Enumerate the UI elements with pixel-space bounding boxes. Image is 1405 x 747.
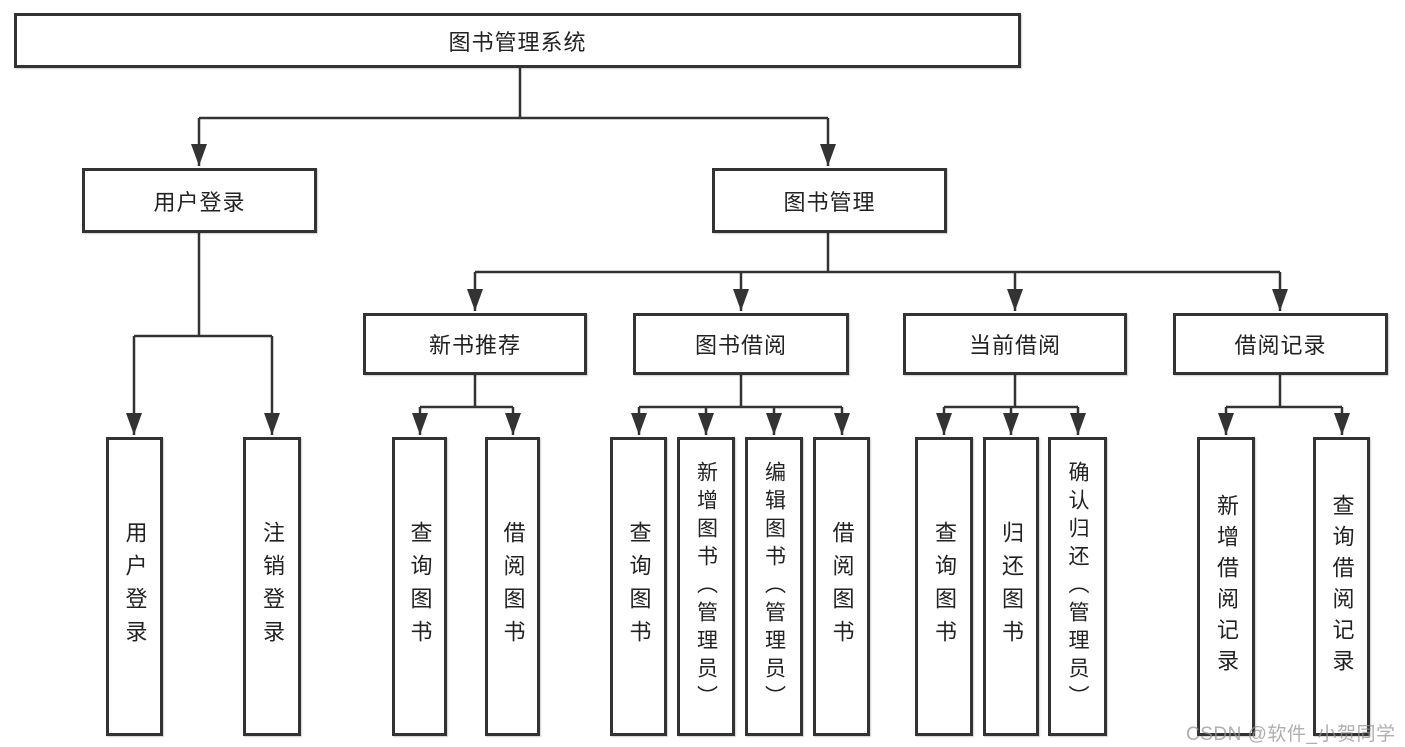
node-query-books-current: 查询图书 xyxy=(915,437,973,736)
node-return-books: 归还图书 xyxy=(983,437,1039,736)
node-borrow-books-recommend: 借阅图书 xyxy=(485,437,540,736)
node-logout-action: 注销登录 xyxy=(243,437,301,736)
connector-current-borrowing-children xyxy=(936,375,1086,435)
watermark-text: CSDN @软件_小贺同学 xyxy=(1186,724,1396,745)
node-book-borrowing: 图书借阅 xyxy=(633,313,849,375)
node-query-borrow-record: 查询借阅记录 xyxy=(1313,437,1370,736)
connector-new-book-recommend-children xyxy=(412,375,521,435)
node-query-books-recommend: 查询图书 xyxy=(392,437,447,736)
node-add-borrow-record: 新增借阅记录 xyxy=(1197,437,1255,736)
node-user-login: 用户登录 xyxy=(82,168,317,233)
node-confirm-return-admin: 确认归还（管理员） xyxy=(1048,437,1107,736)
connector-root-to-level1 xyxy=(191,68,836,166)
connector-user-login-children xyxy=(126,233,280,435)
node-book-management: 图书管理 xyxy=(712,168,947,233)
connector-borrowing-records-children xyxy=(1218,375,1350,435)
node-user-login-action: 用户登录 xyxy=(106,437,163,736)
node-borrow-books-action: 借阅图书 xyxy=(813,437,870,736)
node-borrowing-records: 借阅记录 xyxy=(1173,313,1388,375)
node-query-books-borrowing: 查询图书 xyxy=(610,437,667,736)
node-current-borrowing: 当前借阅 xyxy=(903,313,1127,375)
connector-book-borrowing-children xyxy=(631,375,850,435)
node-add-books-admin: 新增图书（管理员） xyxy=(677,437,735,736)
connector-book-management-children xyxy=(467,233,1288,311)
node-root-system: 图书管理系统 xyxy=(14,13,1021,68)
node-new-book-recommend: 新书推荐 xyxy=(363,313,587,375)
node-edit-books-admin: 编辑图书（管理员） xyxy=(745,437,803,736)
